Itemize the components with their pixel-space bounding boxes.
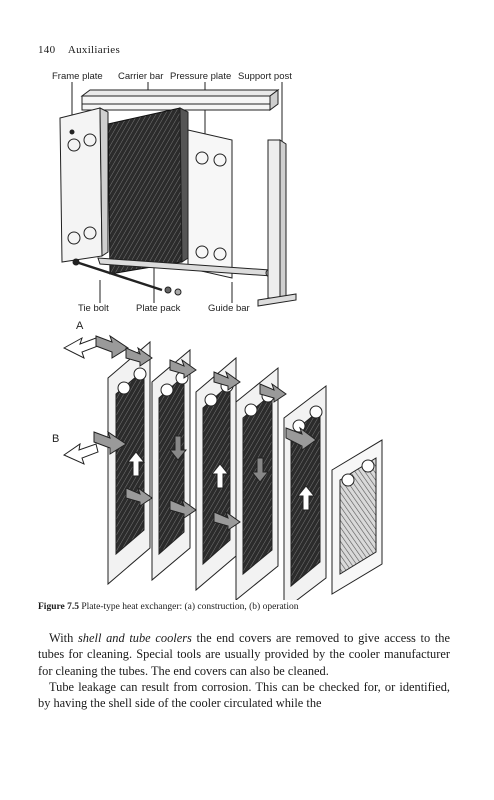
figure-caption: Figure 7.5 Plate-type heat exchanger: (a… <box>38 602 458 612</box>
body-text: With shell and tube coolers the end cove… <box>38 630 450 711</box>
label-support-post: Support post <box>238 71 292 82</box>
p1-lead: With <box>49 631 78 645</box>
heat-exchanger-illustration <box>59 82 383 600</box>
label-flow-b: B <box>52 433 60 445</box>
p1-rest: the end covers are removed to give acces… <box>38 631 450 678</box>
section-title: Auxiliaries <box>67 44 121 56</box>
label-tie-bolt: Tie bolt <box>78 303 109 314</box>
plate-6-end <box>331 439 383 595</box>
label-guide-bar: Guide bar <box>208 303 250 314</box>
construction-drawing <box>59 82 297 307</box>
paragraph-1: With shell and tube coolers the end cove… <box>38 630 450 679</box>
flow-arrow-b-in <box>93 430 127 455</box>
label-carrier-bar: Carrier bar <box>118 71 164 82</box>
flow-arrow-b-out <box>62 442 99 465</box>
paragraph-2: Tube leakage can result from corrosion. … <box>38 679 450 711</box>
page-number: 140 <box>38 44 56 56</box>
plate-1 <box>107 340 151 586</box>
label-frame-plate: Frame plate <box>52 71 103 82</box>
figure-caption-text: Plate-type heat exchanger: (a) construct… <box>81 602 299 612</box>
plate-2 <box>151 348 191 582</box>
label-flow-a: A <box>76 320 84 332</box>
flow-arrow-a-out <box>62 336 99 359</box>
p1-italic: shell and tube coolers <box>77 631 192 645</box>
figure-number: Figure 7.5 <box>38 602 79 612</box>
running-head: 140 Auxiliaries <box>38 44 120 56</box>
flow-arrow-a-in <box>95 334 129 359</box>
label-plate-pack: Plate pack <box>136 303 181 314</box>
operation-drawing <box>62 334 383 600</box>
plate-4 <box>235 366 279 600</box>
label-pressure-plate: Pressure plate <box>170 71 232 82</box>
